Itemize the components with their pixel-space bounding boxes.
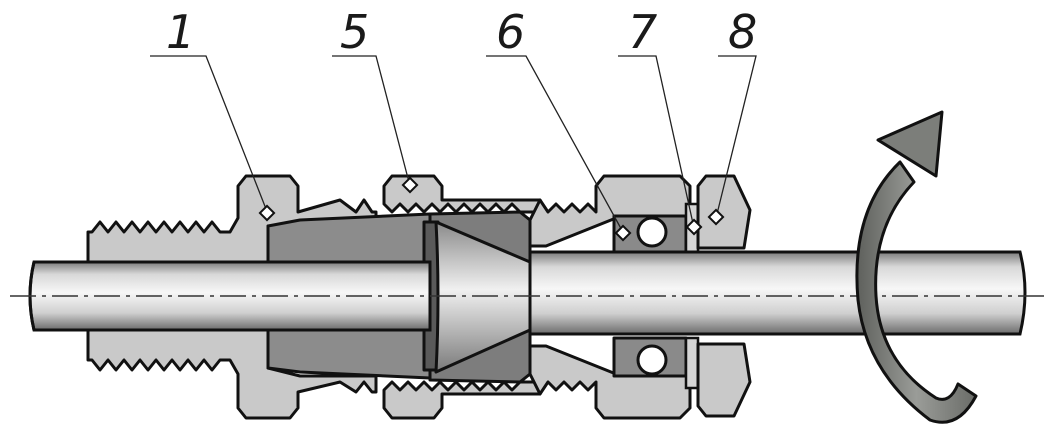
- callout-label-5: 5: [340, 5, 369, 59]
- callout-label-8: 8: [728, 5, 757, 59]
- leader-line-6: [486, 55, 625, 235]
- leader-line-1: [150, 55, 269, 215]
- callout-label-7: 7: [628, 5, 657, 59]
- rotation-arrow-icon: [855, 110, 978, 424]
- callout-label-1: 1: [166, 5, 195, 59]
- union-nut-part-5: [382, 174, 548, 420]
- end-nut-part-8: [696, 174, 752, 418]
- leader-line-5: [332, 55, 411, 187]
- callout-leaders: [150, 55, 757, 235]
- callout-markers: [258, 176, 725, 242]
- leader-line-7: [618, 55, 695, 229]
- o-ring-seal: [636, 216, 668, 376]
- callout-label-6: 6: [496, 5, 525, 59]
- ferrule-ring: [266, 212, 432, 380]
- cone-nipple: [434, 220, 532, 374]
- leader-line-8: [715, 55, 757, 219]
- outlet-pipe: [528, 250, 1027, 336]
